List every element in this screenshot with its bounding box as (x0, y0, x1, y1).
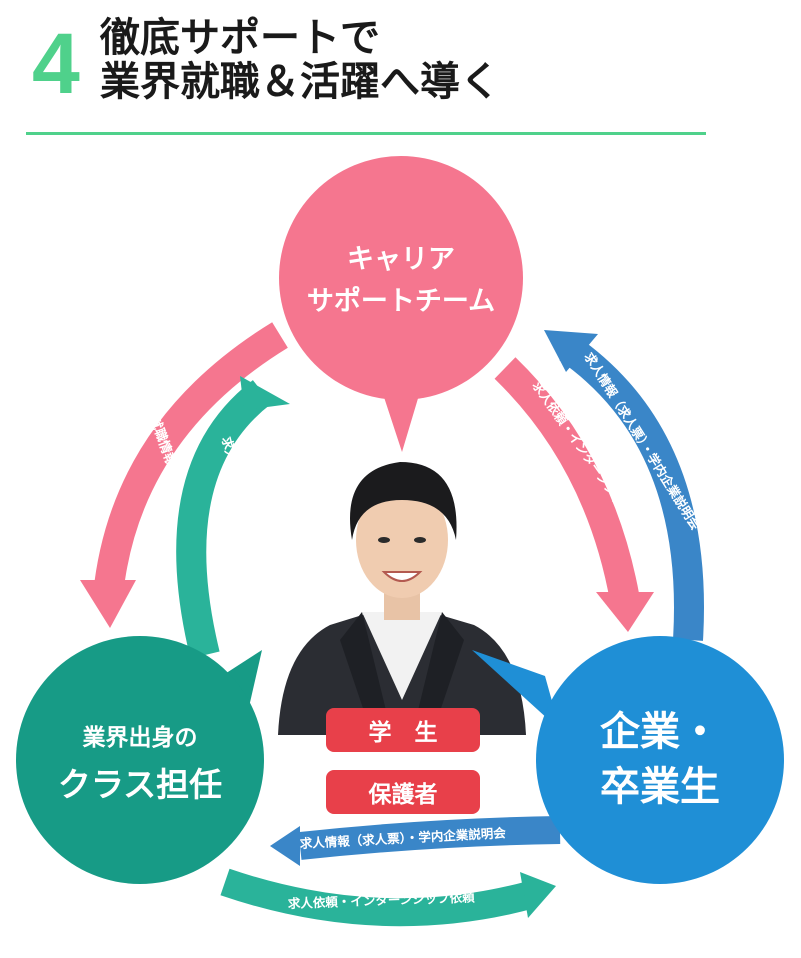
title-line-1: 徹底サポートで (100, 15, 380, 61)
badge-guardian: 保護者 (326, 770, 480, 814)
node-class-teacher: 業界出身の クラス担任 (16, 636, 264, 884)
arrow-company-to-teacher: 求人情報（求人票）・学内企業説明会 (270, 816, 561, 866)
company-label-line-2: 卒業生 (600, 764, 720, 810)
badge-student-label: 学 生 (369, 719, 438, 746)
step-number: 4 (32, 16, 80, 112)
company-label-line-1: 企業・ (600, 709, 720, 755)
teacher-label-line-1: 業界出身の (82, 724, 198, 751)
node-company-alumni: 企業・ 卒業生 (472, 636, 784, 884)
label-teacher-to-company: 求人依頼・インターンシップ依頼 (288, 889, 476, 911)
page-title: 徹底サポートで 業界就職＆活躍へ導く (100, 16, 740, 104)
badge-guardian-label: 保護者 (368, 781, 438, 808)
arrow-career-to-teacher: 就職情報 (80, 322, 288, 628)
career-label-line-1: キャリア (347, 244, 455, 275)
title-underline (26, 132, 706, 135)
node-career-support: キャリア サポートチーム (279, 156, 523, 452)
arrow-teacher-to-career: 求人情報・学生活動情報 (176, 376, 290, 659)
teacher-label-line-2: クラス担任 (58, 765, 222, 804)
label-teacher-to-career: 求人情報・学生活動情報 (219, 435, 267, 573)
badge-student: 学 生 (326, 708, 480, 752)
title-line-2: 業界就職＆活躍へ導く (100, 59, 500, 105)
student-photo (278, 462, 526, 735)
career-label-line-2: サポートチーム (307, 286, 495, 317)
arrow-teacher-to-company: 求人依頼・インターンシップ依頼 (220, 868, 556, 927)
